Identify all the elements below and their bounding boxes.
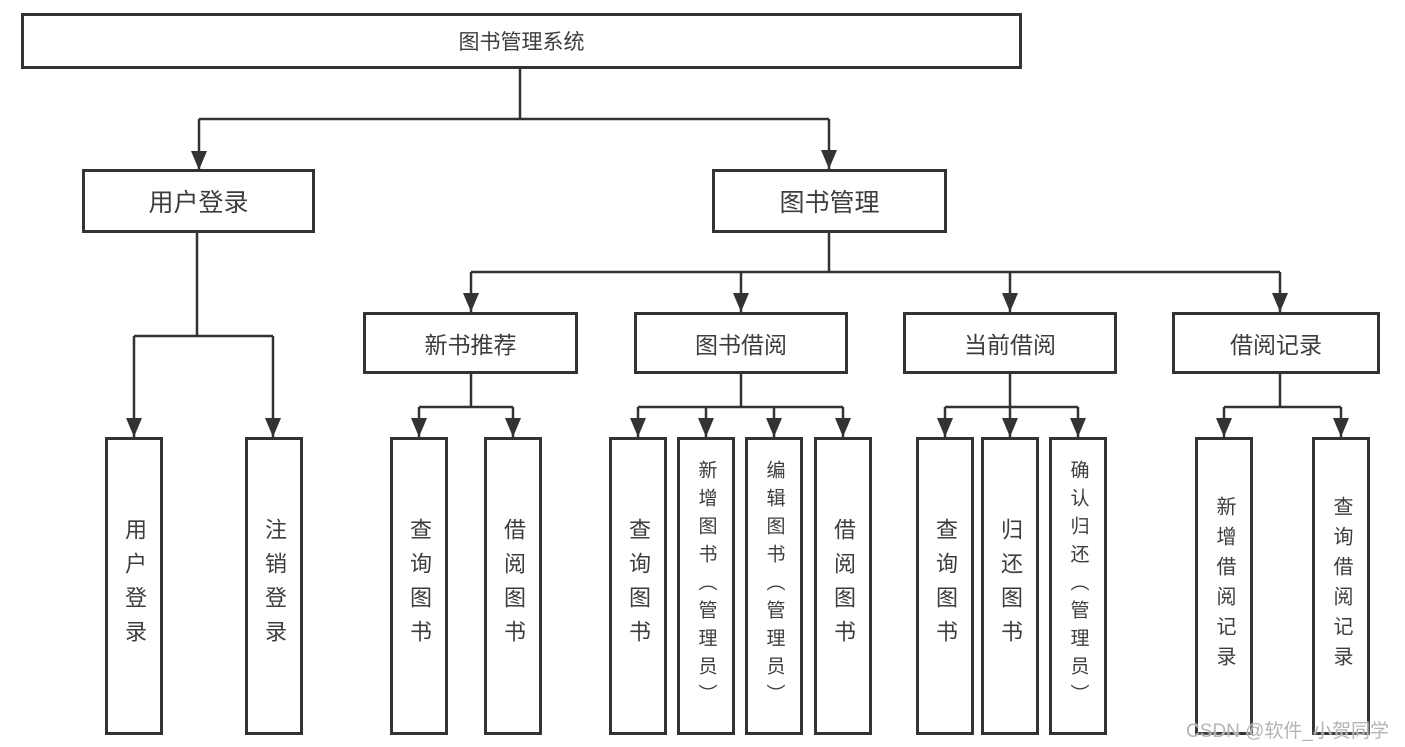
leaf-query-borrow-record: 查询借阅记录 xyxy=(1312,437,1370,735)
node-label: 图书管理 xyxy=(779,189,880,217)
leaf-label: 借阅图书 xyxy=(831,518,856,654)
node-current-borrow: 当前借阅 xyxy=(903,312,1117,374)
leaf-label: 借阅图书 xyxy=(501,518,526,654)
leaf-borrow-query-books: 查询图书 xyxy=(609,437,667,735)
leaf-label: 归还图书 xyxy=(998,518,1023,654)
leaf-label: 注销登录 xyxy=(262,518,287,654)
leaf-newbook-query-books: 查询图书 xyxy=(390,437,448,735)
leaf-current-query-books: 查询图书 xyxy=(916,437,974,735)
node-borrow-records: 借阅记录 xyxy=(1172,312,1380,374)
csdn-watermark: CSDN @软件_小贺同学 xyxy=(1186,721,1389,742)
node-library-management-system: 图书管理系统 xyxy=(21,13,1022,69)
node-label: 用户登录 xyxy=(148,189,249,217)
leaf-confirm-return-admin: 确认归还（管理员） xyxy=(1049,437,1107,735)
node-user-login: 用户登录 xyxy=(82,169,315,233)
leaf-label: 用户登录 xyxy=(122,518,147,654)
node-new-book-recommend: 新书推荐 xyxy=(363,312,578,374)
leaf-add-books-admin: 新增图书（管理员） xyxy=(677,437,735,735)
leaf-newbook-borrow-books: 借阅图书 xyxy=(484,437,542,735)
leaf-label: 查询借阅记录 xyxy=(1330,496,1352,676)
node-label: 借阅记录 xyxy=(1230,332,1322,358)
leaf-user-login: 用户登录 xyxy=(105,437,163,735)
node-label: 新书推荐 xyxy=(424,332,517,358)
leaf-edit-books-admin: 编辑图书（管理员） xyxy=(745,437,803,735)
leaf-label: 编辑图书（管理员） xyxy=(763,460,785,712)
leaf-label: 查询图书 xyxy=(933,518,958,654)
leaf-logout: 注销登录 xyxy=(245,437,303,735)
node-label: 图书借阅 xyxy=(695,332,787,358)
node-label: 图书管理系统 xyxy=(458,31,585,54)
leaf-label: 新增图书（管理员） xyxy=(695,460,717,712)
leaf-label: 查询图书 xyxy=(626,518,651,654)
leaf-return-books: 归还图书 xyxy=(981,437,1039,735)
leaf-label: 查询图书 xyxy=(407,518,432,654)
node-book-management: 图书管理 xyxy=(712,169,947,233)
leaf-add-borrow-record: 新增借阅记录 xyxy=(1195,437,1253,735)
leaf-label: 确认归还（管理员） xyxy=(1067,460,1089,712)
node-label: 当前借阅 xyxy=(964,332,1056,358)
node-book-borrow: 图书借阅 xyxy=(634,312,848,374)
leaf-borrow-books: 借阅图书 xyxy=(814,437,872,735)
leaf-label: 新增借阅记录 xyxy=(1213,496,1235,676)
